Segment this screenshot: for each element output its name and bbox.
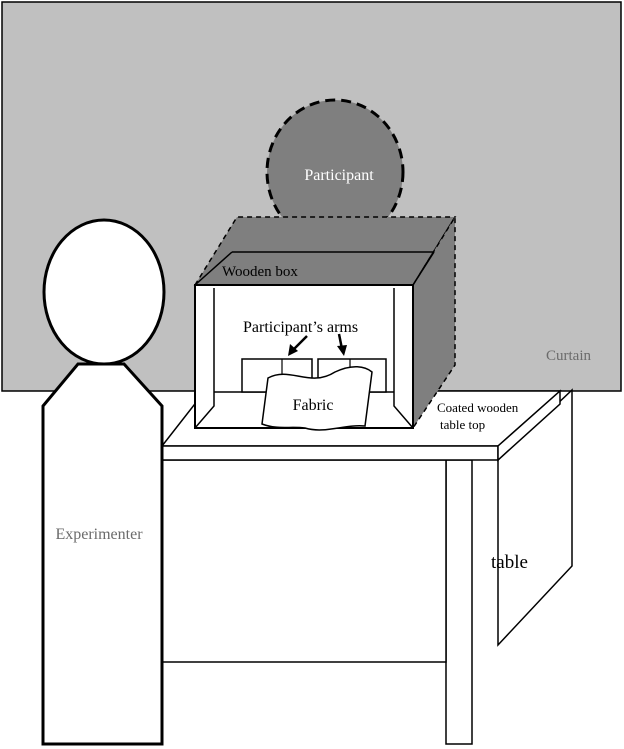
participant-label: Participant [304, 167, 374, 184]
experimenter-body [41, 362, 164, 746]
table-front-leg [445, 459, 473, 745]
participants-arms-label: Participant’s arms [243, 319, 358, 336]
wooden-box-label: Wooden box [222, 264, 298, 280]
wooden-box-top-edge [194, 251, 233, 286]
arrowhead-right-arm-icon [337, 345, 347, 356]
table-top-label-line1: Coated wooden [437, 400, 519, 415]
experimenter-label: Experimenter [55, 526, 143, 543]
table-body [161, 459, 447, 663]
fabric-sheet [261, 366, 373, 431]
wooden-box-opening-right [393, 288, 414, 429]
fabric-label: Fabric [293, 397, 334, 414]
wooden-box-opening [194, 288, 215, 429]
arrowhead-left-arm-icon [288, 344, 298, 356]
curtain-label: Curtain [546, 348, 591, 364]
wooden-box-top-edge-right-drop [412, 251, 435, 286]
table-top-front-edge [161, 445, 499, 461]
experimenter-head [42, 218, 166, 366]
table-top-label-line2: table top [440, 417, 485, 432]
table-label: table [491, 552, 528, 573]
participant-head [265, 98, 405, 246]
table-top-side-edge [497, 389, 561, 462]
